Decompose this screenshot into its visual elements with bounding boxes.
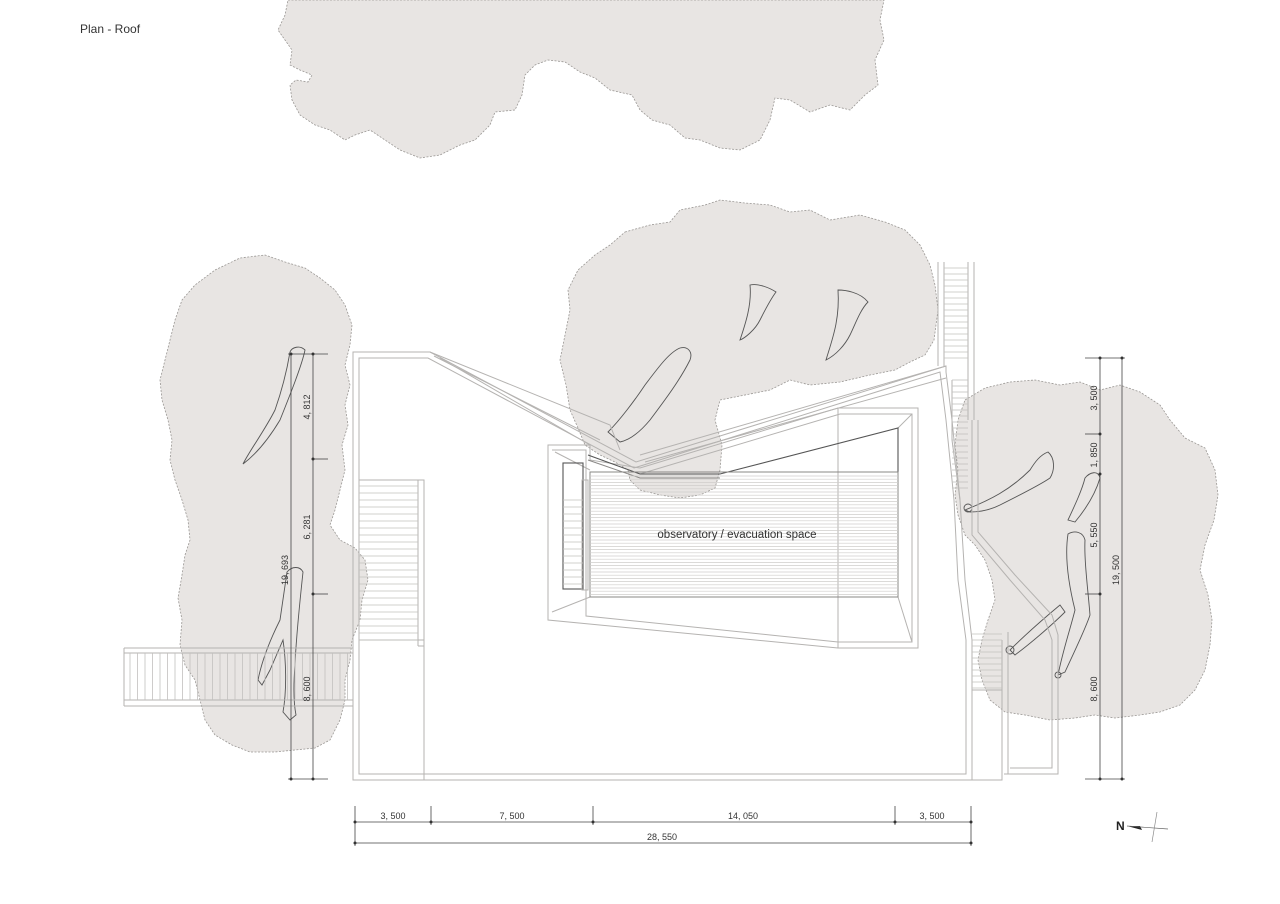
dim-right-2: 1, 850 — [1089, 442, 1099, 467]
dim-right-total: 19, 500 — [1111, 555, 1121, 585]
left-stair-treads — [359, 485, 418, 641]
dim-right-1: 3, 500 — [1089, 385, 1099, 410]
observatory-box — [547, 407, 919, 649]
dimension-right: 3, 500 1, 850 5, 550 8, 600 19, 500 — [1085, 356, 1125, 781]
north-arrow: N — [1116, 811, 1169, 843]
dim-left-total: 19, 693 — [280, 555, 290, 585]
tree-trunks — [242, 284, 1101, 721]
dim-left-1: 4, 812 — [302, 394, 312, 419]
dim-left-2: 6, 281 — [302, 514, 312, 539]
tree-canopies — [159, 0, 1219, 753]
tree-canopy-top — [277, 0, 885, 159]
deck-planks — [590, 475, 898, 595]
dim-bottom-1: 3, 500 — [380, 811, 405, 821]
left-bridge-slats — [129, 653, 348, 700]
left-bridge — [123, 647, 353, 707]
dim-bottom-2: 7, 500 — [499, 811, 524, 821]
dim-bottom-total: 28, 550 — [647, 832, 677, 842]
dim-bottom-4: 3, 500 — [919, 811, 944, 821]
tree-canopy-left — [159, 254, 369, 753]
dimension-bottom: 3, 500 7, 500 14, 050 3, 500 28, 550 — [353, 806, 973, 846]
dim-right-3: 5, 550 — [1089, 522, 1099, 547]
dim-bottom-3: 14, 050 — [728, 811, 758, 821]
north-label: N — [1116, 819, 1125, 833]
tree-canopy-center — [559, 199, 939, 499]
observatory-label: observatory / evacuation space — [657, 529, 816, 541]
dim-right-4: 8, 600 — [1089, 676, 1099, 701]
dim-left-3: 8, 600 — [302, 676, 312, 701]
drawing-title: Plan - Roof — [80, 22, 141, 36]
box-stair-treads — [563, 499, 583, 585]
dimension-left: 4, 812 6, 281 8, 600 19, 693 — [280, 352, 328, 781]
right-walkway — [937, 262, 1059, 781]
right-stair-treads — [944, 267, 1002, 689]
tree-canopy-right — [954, 379, 1219, 721]
